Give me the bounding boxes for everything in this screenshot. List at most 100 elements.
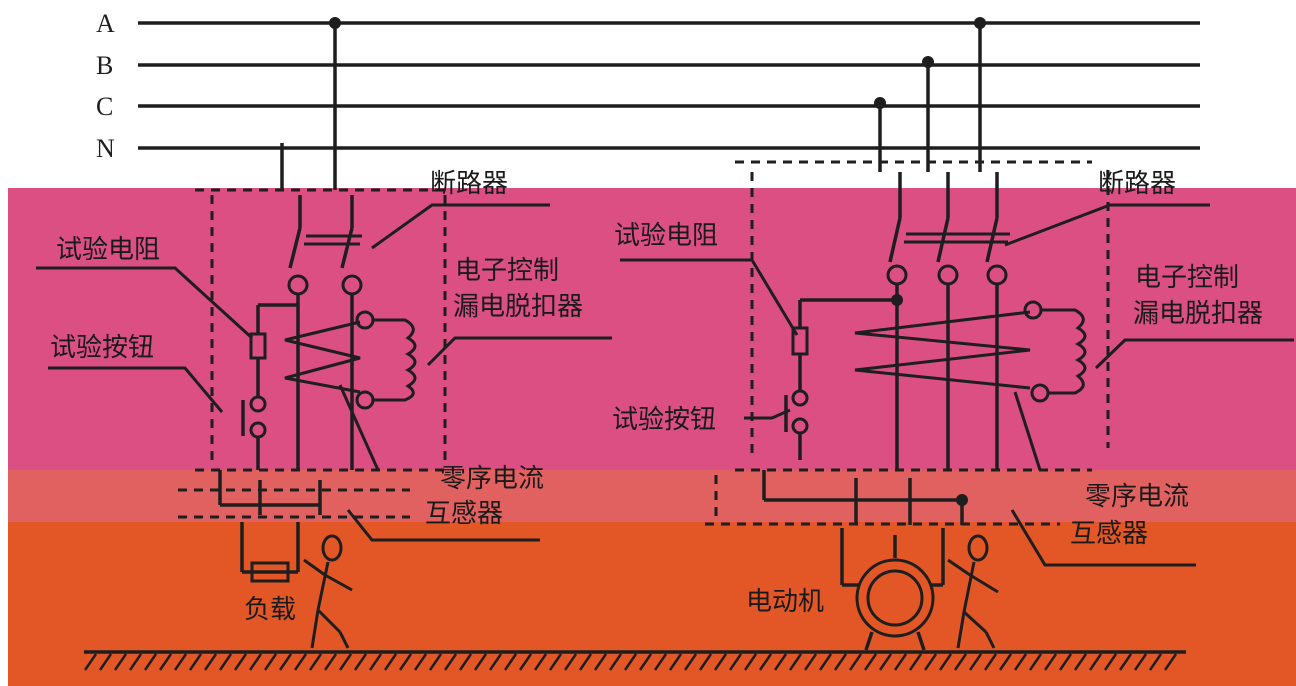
ground-hatch-mark [863,653,878,671]
ground-hatch-mark [548,653,563,671]
leader-line [36,266,254,340]
ground-hatch-mark [428,653,443,671]
label-test-button: 试验按钮 [50,333,154,363]
ground-hatch-mark [833,653,848,671]
ground [83,650,1186,671]
label-trip-line1: 电子控制 [455,256,559,286]
ground-hatch-mark [158,653,173,671]
trip-mechanism [284,320,361,394]
leader-line [371,203,550,250]
label-ct-line2: 互感器 [425,499,503,529]
leader-line [346,509,540,542]
ground-hatch-mark [938,653,953,671]
breaker-contact [288,227,302,269]
ground-hatch-mark [203,653,218,671]
ground-hatch-mark [923,653,938,671]
ground-hatch-mark [653,653,668,671]
ground-hatch-mark [638,653,653,671]
motor-foot [916,631,926,651]
ground-hatch-mark [773,653,788,671]
ground-hatch-mark [758,653,773,671]
ground-hatch-mark [1073,653,1088,671]
leader-line [1013,391,1042,471]
leader-line [1004,203,1210,247]
person-icon [947,534,999,649]
breaker-contact [985,217,999,263]
ground-hatch-mark [1028,653,1043,671]
person-head [967,534,989,562]
ground-hatch-mark [683,653,698,671]
line-label-b: B [96,51,113,80]
person-head [321,534,343,562]
ground-hatch-mark [263,653,278,671]
ground-hatch-mark [473,653,488,671]
ground-hatch-mark [113,653,128,671]
ground-hatch-mark [173,653,188,671]
ground-hatch-mark [83,653,98,671]
label-breaker: 断路器 [1098,169,1176,199]
ground-hatch-mark [998,653,1013,671]
ground-hatch-mark [788,653,803,671]
ground-hatch-mark [878,653,893,671]
ground-hatching [83,653,1178,671]
trip-coil [1041,308,1087,395]
ground-hatch-mark [308,653,323,671]
motor-icon [855,558,935,651]
ground-hatch-mark [398,653,413,671]
person-leg [956,611,966,649]
band-middle [8,470,1296,522]
ground-hatch-mark [968,653,983,671]
ground-hatch-mark [593,653,608,671]
label-ct-line1: 零序电流 [1085,482,1189,512]
ground-hatch-mark [1133,653,1148,671]
person-leg [962,610,988,634]
leader-line [620,258,799,336]
person-arm [303,558,326,577]
ground-hatch-mark [743,653,758,671]
ground-hatch-mark [368,653,383,671]
ground-hatch-mark [953,653,968,671]
leader-line [338,384,380,471]
breaker-contact [888,217,902,263]
ground-hatch-mark [248,653,263,671]
label-ct-line2: 互感器 [1070,519,1148,549]
ground-hatch-mark [563,653,578,671]
test-button-contact [249,395,267,413]
ground-hatch-mark [698,653,713,671]
ground-hatch-mark [98,653,113,671]
ground-hatch-mark [818,653,833,671]
label-motor: 电动机 [746,587,824,617]
ground-hatch-mark [458,653,473,671]
ground-hatch-mark [1148,653,1163,671]
ground-hatch-mark [188,653,203,671]
ground-hatch-mark [668,653,683,671]
leader-line [1094,338,1294,370]
label-trip-line2: 漏电脱扣器 [453,292,583,322]
ground-hatch-mark [278,653,293,671]
ground-hatch-mark [518,653,533,671]
ground-hatch-mark [578,653,593,671]
person-arm [969,573,999,594]
ground-hatch-mark [323,653,338,671]
label-trip-line1: 电子控制 [1135,263,1239,293]
ground-hatch-mark [338,653,353,671]
person-leg [984,631,996,649]
person-arm [947,558,971,577]
ground-hatch-mark [1088,653,1103,671]
test-button-contact [791,389,809,407]
label-test-resistor: 试验电阻 [614,221,718,251]
ground-hatch-mark [443,653,458,671]
person-leg [310,609,320,649]
person-leg [316,608,342,634]
ground-hatch-mark [728,653,743,671]
right-circuit: 断路器 试验电阻 试验按钮 电子控制 漏电脱扣器 零序电流 互感器 电动机 [612,17,1294,651]
ground-hatch-mark [848,653,863,671]
ground-hatch-mark [608,653,623,671]
ground-hatch-mark [713,653,728,671]
label-trip-line2: 漏电脱扣器 [1133,299,1263,329]
ground-hatch-mark [233,653,248,671]
label-breaker: 断路器 [430,169,508,199]
ground-hatch-mark [893,653,908,671]
label-test-resistor: 试验电阻 [56,235,160,265]
